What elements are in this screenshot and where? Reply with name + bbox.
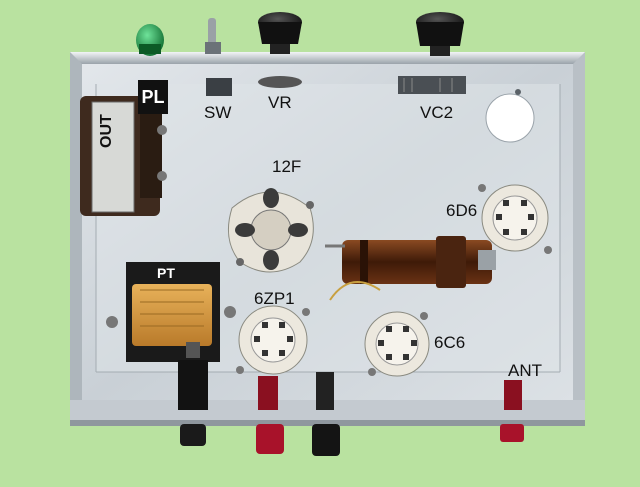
label-ant: ANT (508, 361, 542, 380)
volume-knob (258, 12, 302, 88)
terminal-red-left (256, 376, 284, 454)
socket-6ZP1 (236, 305, 310, 375)
label-pl: PL (138, 80, 168, 114)
label-12f: 12F (272, 157, 302, 176)
terminal-black-left (178, 360, 208, 446)
label-vr: VR (268, 93, 292, 112)
label-pt: PT (157, 265, 175, 281)
label-sw: SW (204, 103, 232, 122)
label-6zp1: 6ZP1 (254, 289, 295, 308)
socket-6C6 (364, 311, 430, 377)
label-vc2: VC2 (420, 103, 454, 122)
panel-hole (485, 93, 535, 143)
power-transformer (106, 262, 236, 362)
socket-12F (227, 188, 314, 273)
terminal-red-ant (500, 380, 524, 442)
rf-coil (325, 236, 496, 301)
pilot-lamp (136, 24, 164, 56)
label-out: OUT (98, 114, 115, 148)
screw (515, 89, 521, 95)
socket-6D6 (478, 184, 552, 254)
label-6d6: 6D6 (446, 201, 478, 220)
tuning-knob (398, 12, 466, 94)
terminal-black-mid (312, 372, 340, 456)
output-transformer (80, 96, 167, 216)
label-6c6: 6C6 (434, 333, 466, 352)
toggle-switch (205, 18, 232, 96)
